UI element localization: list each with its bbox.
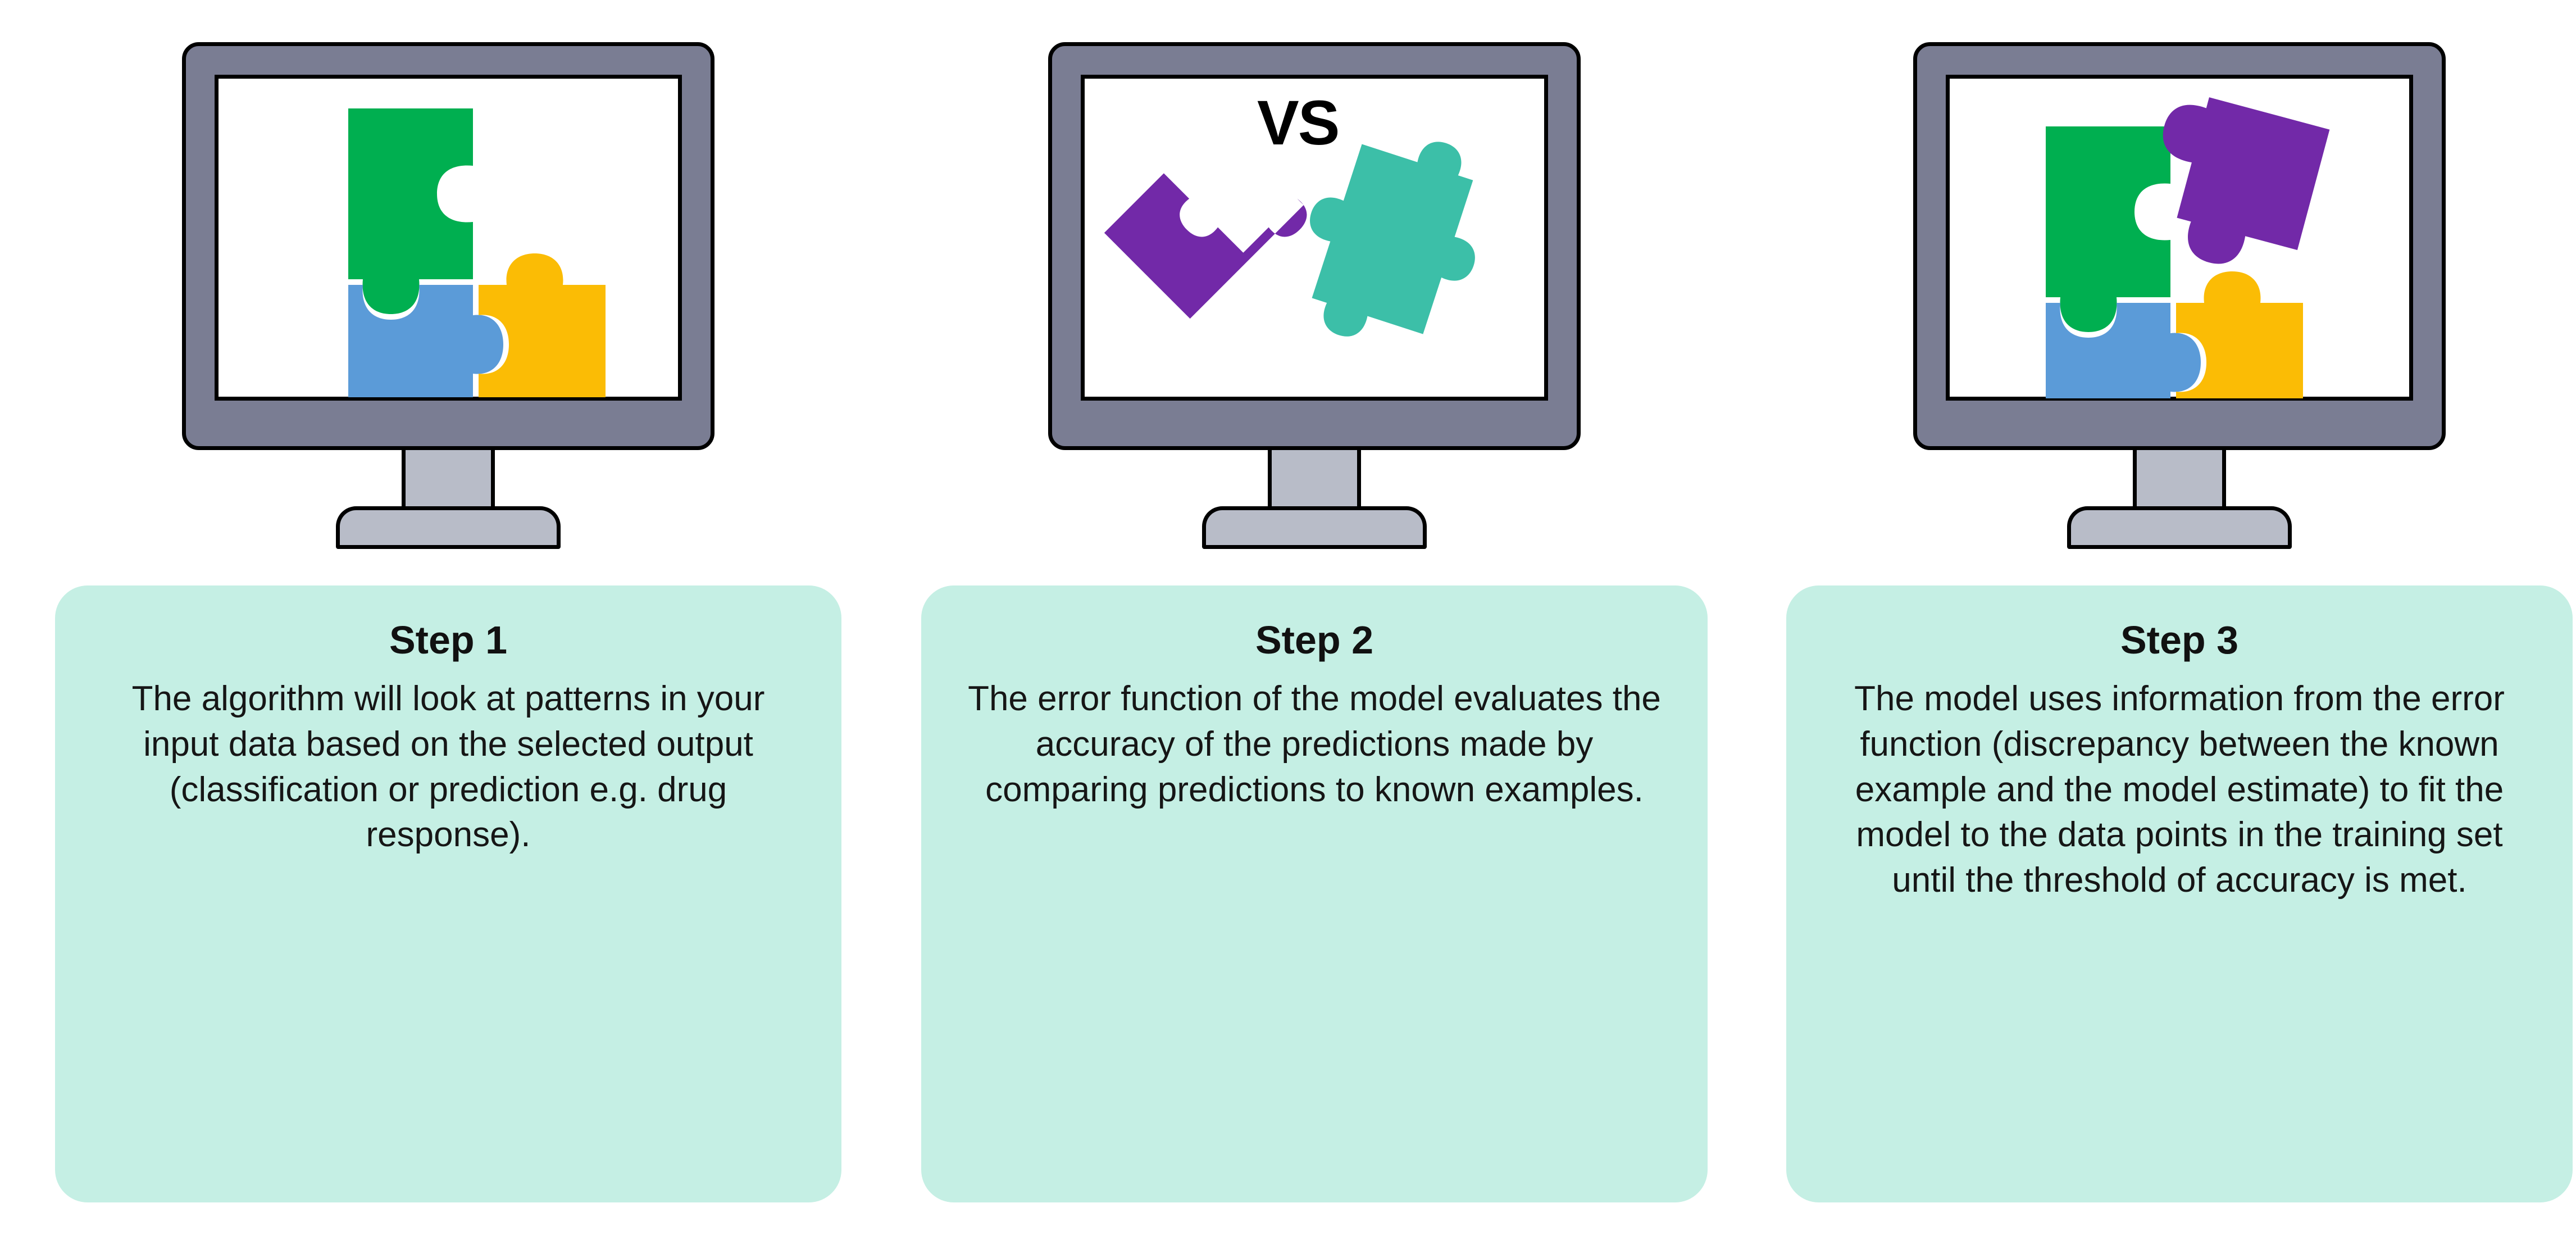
monitor-stand-base bbox=[336, 506, 561, 549]
monitor-stand-neck bbox=[402, 450, 495, 509]
step-description: The model uses information from the erro… bbox=[1854, 679, 2505, 900]
puzzle-versus-icon bbox=[1081, 75, 1548, 401]
step-column-1: Step 1 The algorithm will look at patter… bbox=[55, 0, 841, 1253]
step-column-3: Step 3 The model uses information from t… bbox=[1786, 0, 2573, 1253]
monitor-illustration-3 bbox=[1913, 42, 2446, 549]
monitor-stand-base bbox=[1202, 506, 1427, 549]
step-card-1: Step 1 The algorithm will look at patter… bbox=[55, 585, 841, 1202]
monitor-illustration-1 bbox=[182, 42, 714, 549]
step-title: Step 1 bbox=[389, 618, 508, 662]
monitor-stand-base bbox=[2067, 506, 2292, 549]
step-description: The algorithm will look at patterns in y… bbox=[131, 679, 765, 855]
step-title: Step 2 bbox=[1255, 618, 1374, 662]
step-column-2: VS Step 2 The error function of the mode… bbox=[921, 0, 1708, 1253]
step-card-2: Step 2 The error function of the model e… bbox=[921, 585, 1708, 1202]
monitor-stand-neck bbox=[2133, 450, 2226, 509]
puzzle-completing-icon bbox=[1946, 75, 2413, 401]
monitor-stand-neck bbox=[1268, 450, 1361, 509]
monitor-illustration-2: VS bbox=[1048, 42, 1581, 549]
step-description: The error function of the model evaluate… bbox=[968, 679, 1661, 809]
step-title: Step 3 bbox=[2120, 618, 2239, 662]
puzzle-three-pieces-icon bbox=[215, 75, 682, 401]
versus-label: VS bbox=[1257, 88, 1340, 158]
step-card-3: Step 3 The model uses information from t… bbox=[1786, 585, 2573, 1202]
